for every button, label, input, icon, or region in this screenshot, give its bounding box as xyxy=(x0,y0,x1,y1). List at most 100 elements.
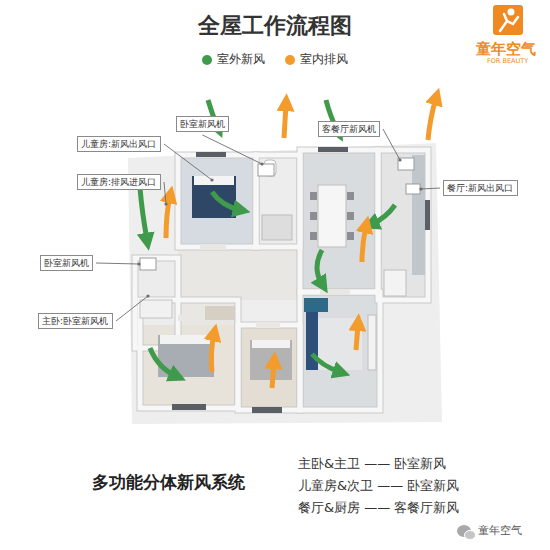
room-walls xyxy=(140,300,238,408)
callout-label-box: 卧室新风机 xyxy=(40,255,93,271)
callout-label-text: 儿童房:新风出风口 xyxy=(81,138,157,150)
furniture xyxy=(384,270,406,296)
callout-label-text: 儿童房:排风进风口 xyxy=(81,176,157,188)
room-walls xyxy=(300,150,378,292)
room-floors xyxy=(178,155,256,247)
room-walls xyxy=(238,325,300,410)
fresh-air-units xyxy=(258,164,274,176)
room-floors xyxy=(178,250,300,300)
leader-dot xyxy=(137,262,140,265)
fresh-air-arrows xyxy=(140,188,147,240)
fresh-air-arrows xyxy=(312,354,340,372)
room-walls xyxy=(300,292,380,410)
room-walls xyxy=(140,300,238,408)
leader-dot xyxy=(210,178,213,181)
furniture xyxy=(304,298,328,312)
exhaust-arrows xyxy=(211,334,214,372)
furniture xyxy=(347,192,354,200)
exhaust-arrows xyxy=(166,196,170,238)
room-walls xyxy=(178,155,256,247)
leader-line xyxy=(164,182,166,204)
leader-dot xyxy=(398,158,401,161)
callout-label-box: 餐厅:新风出风口 xyxy=(443,180,518,196)
leader-line xyxy=(116,296,148,321)
caption: 多功能分体新风系统 xyxy=(92,472,245,492)
room-walls xyxy=(200,244,226,250)
room-walls xyxy=(300,292,380,410)
ground-shadow xyxy=(128,143,442,424)
room-walls xyxy=(135,150,428,410)
wechat-icon xyxy=(457,525,476,540)
legend-item: 室外新风 xyxy=(202,51,265,68)
fresh-air-units xyxy=(406,184,420,194)
brand-slogan: FOR BEAUTY xyxy=(487,58,528,66)
room-walls xyxy=(320,289,350,295)
callout-label-box: 主卧:卧室新风机 xyxy=(38,313,113,329)
exhaust-arrows xyxy=(284,104,286,138)
furniture xyxy=(160,335,212,344)
legend-swatch xyxy=(202,55,212,65)
leader-line xyxy=(421,188,440,189)
furniture xyxy=(368,315,376,370)
fresh-air-units xyxy=(140,258,156,270)
system-mapping: 主卧&主卫 —— 卧室新风 xyxy=(298,456,446,472)
room-walls xyxy=(378,150,428,300)
ground-shadow xyxy=(128,143,442,424)
exhaust-arrows xyxy=(362,226,366,262)
legend-text: 室内排风 xyxy=(300,51,348,68)
leader-line xyxy=(203,135,263,164)
furniture xyxy=(140,300,172,318)
leader-dot xyxy=(260,162,263,165)
leader-dot xyxy=(164,202,167,205)
brand-name: 童年空气 xyxy=(476,40,536,58)
furniture xyxy=(310,212,317,220)
callout-label-text: 餐厅:新风出风口 xyxy=(447,182,514,194)
room-walls xyxy=(178,247,350,325)
room-walls xyxy=(256,155,300,247)
diagram-title: 全屋工作流程图 xyxy=(0,13,550,39)
room-walls xyxy=(300,150,378,292)
fresh-air-arrows xyxy=(372,205,395,224)
room-walls xyxy=(256,155,300,247)
callout-label-box: 儿童房:排风进风口 xyxy=(77,174,161,190)
watermark: 童年空气 xyxy=(478,524,522,537)
fresh-air-arrows xyxy=(212,192,240,210)
room-walls xyxy=(256,322,280,328)
furniture xyxy=(140,155,425,380)
system-mapping: 餐厅&厨房 —— 客餐厅新风 xyxy=(298,500,459,516)
callout-label-box: 卧室新风机 xyxy=(176,116,229,132)
callout-label-text: 主卧:卧室新风机 xyxy=(42,315,109,327)
room-walls xyxy=(378,150,428,300)
brand-logo-icon xyxy=(493,5,523,35)
fresh-air-arrows xyxy=(317,250,322,284)
legend-swatch xyxy=(285,55,295,65)
furniture xyxy=(252,340,290,348)
furniture xyxy=(347,212,354,220)
brand-logo-icon xyxy=(508,9,515,16)
room-walls xyxy=(178,155,256,247)
brand-logo-icon xyxy=(500,14,518,31)
fresh-air-arrows xyxy=(140,100,395,376)
windows xyxy=(172,404,206,410)
exhaust-arrows xyxy=(166,98,436,388)
legend: 室外新风 室内排风 xyxy=(0,51,550,68)
furniture xyxy=(205,306,235,320)
callout-label-text: 卧室新风机 xyxy=(44,257,89,269)
callout-label-box: 儿童房:新风出风口 xyxy=(77,136,161,152)
furniture xyxy=(262,215,292,240)
windows xyxy=(425,200,430,230)
windows xyxy=(318,147,348,152)
windows xyxy=(252,407,282,413)
fresh-air-units xyxy=(140,158,420,270)
callout-label-text: 客餐厅新风机 xyxy=(322,123,376,135)
leader-dot xyxy=(146,294,149,297)
furniture xyxy=(412,155,425,275)
room-floors xyxy=(302,150,377,290)
room-floors xyxy=(135,150,428,410)
wechat-icon xyxy=(465,531,476,540)
leader-line xyxy=(96,263,139,264)
furniture xyxy=(318,185,346,247)
exhaust-arrows xyxy=(272,362,274,388)
